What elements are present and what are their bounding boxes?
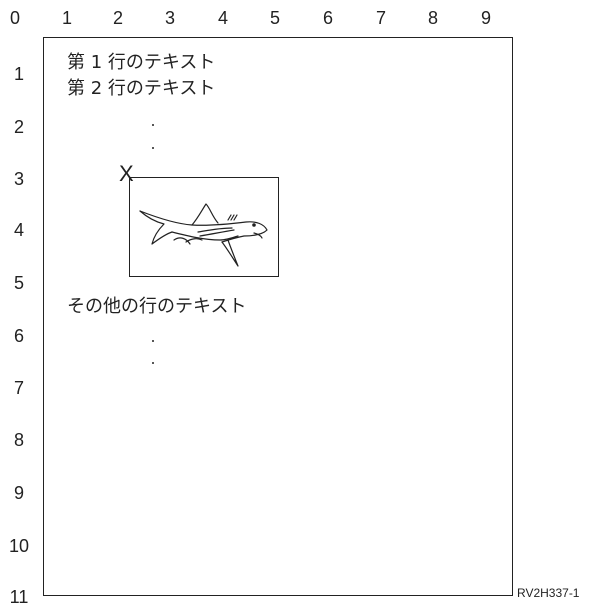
top-ruler-tick-4: 4 [217,8,229,28]
left-ruler-tick-1: 1 [13,64,24,84]
left-ruler-tick-4: 4 [13,220,24,240]
top-ruler-tick-9: 9 [480,8,492,28]
figure-id: RV2H337-1 [517,586,580,600]
top-ruler-tick-0: 0 [9,8,21,28]
left-ruler-tick-6: 6 [13,326,24,346]
page-frame [43,37,513,596]
left-ruler-tick-9: 9 [13,483,24,503]
left-ruler-tick-7: 7 [13,378,24,398]
left-ruler-tick-10: 10 [8,536,30,556]
left-ruler-tick-11: 11 [9,587,29,607]
ellipsis-dot [152,124,154,126]
top-ruler-tick-3: 3 [164,8,176,28]
ellipsis-dot [152,362,154,364]
left-ruler-tick-3: 3 [13,169,24,189]
top-ruler-tick-6: 6 [322,8,334,28]
left-ruler-tick-8: 8 [13,430,24,450]
ellipsis-dot [152,147,154,149]
top-ruler-tick-1: 1 [61,8,73,28]
top-ruler-tick-2: 2 [112,8,124,28]
text-other-lines: その他の行のテキスト [67,296,247,317]
top-ruler-tick-5: 5 [269,8,281,28]
left-ruler-tick-2: 2 [13,117,24,137]
image-anchor-marker: X [119,161,134,186]
ellipsis-dot [152,340,154,342]
top-ruler-tick-8: 8 [427,8,439,28]
shark-icon [139,203,268,267]
left-ruler-tick-5: 5 [13,273,24,293]
top-ruler-tick-7: 7 [375,8,387,28]
text-line-1: 第 1 行のテキスト [67,52,216,73]
image-frame [129,177,279,277]
text-line-2: 第 2 行のテキスト [67,78,216,99]
